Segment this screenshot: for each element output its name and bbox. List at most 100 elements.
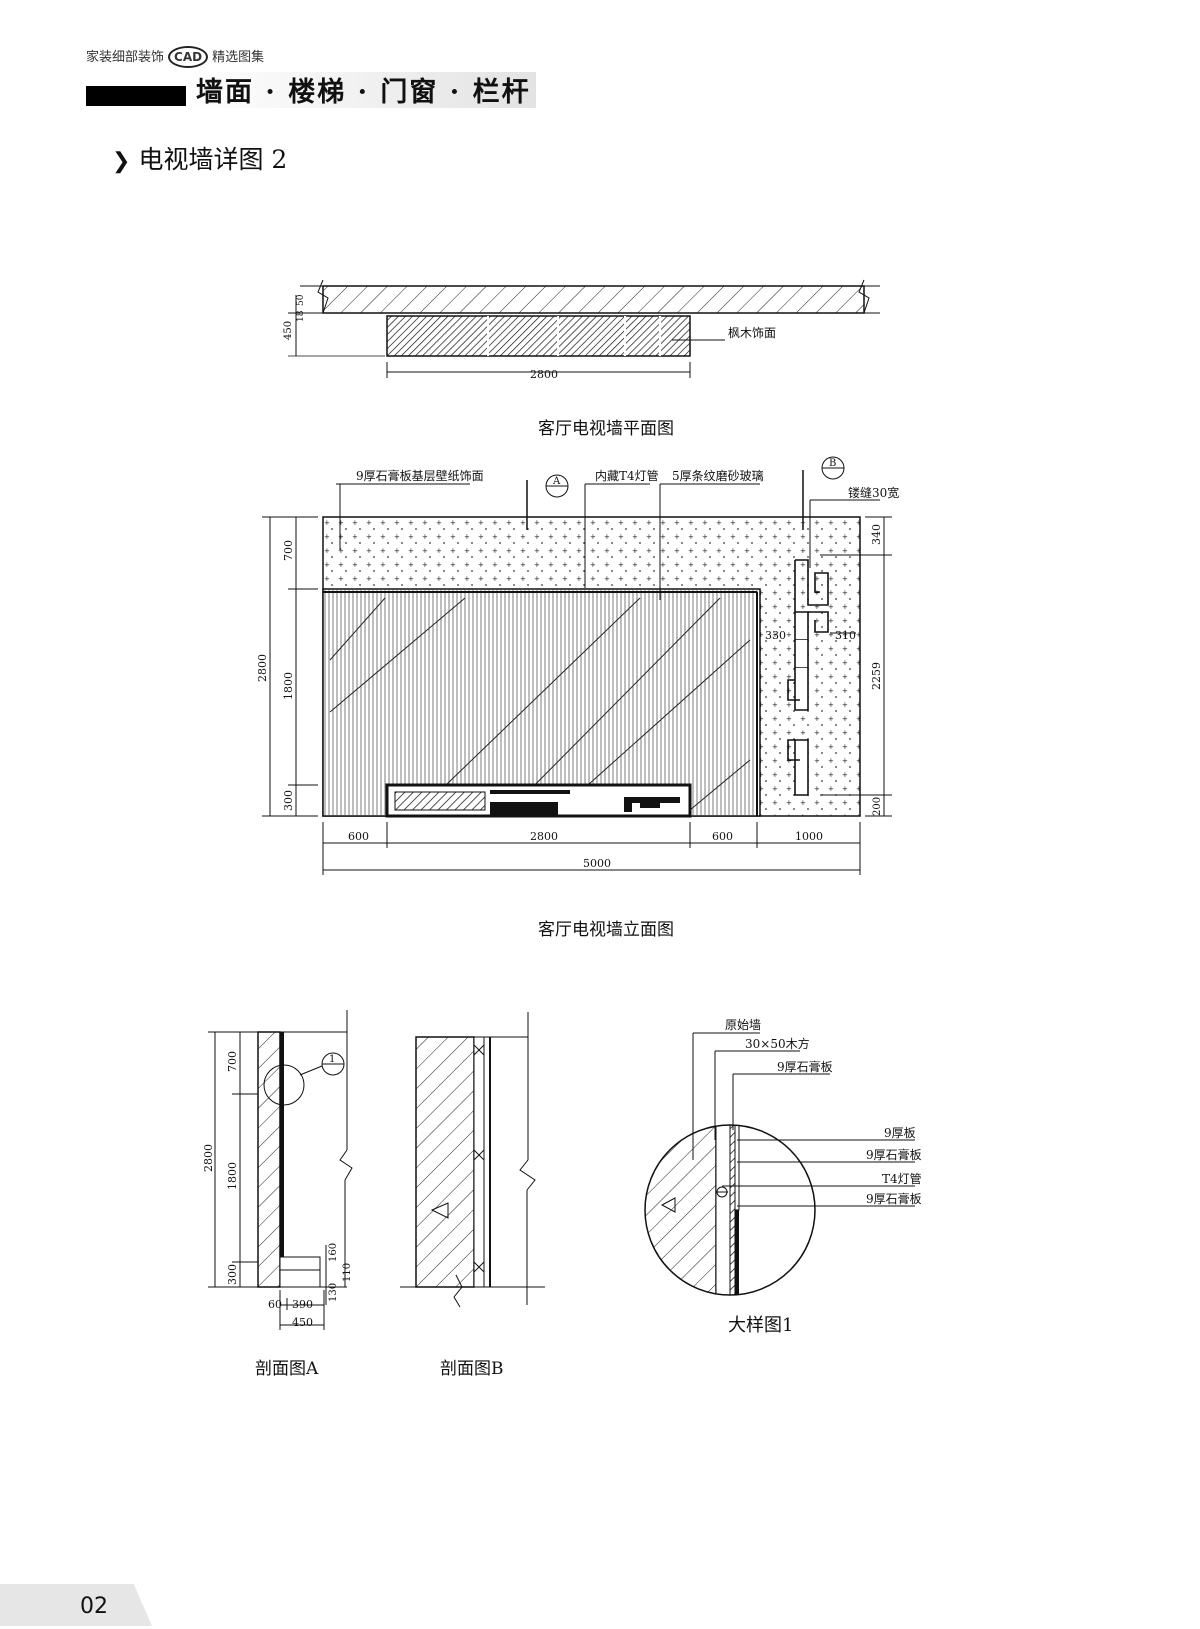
plan-break-left <box>317 279 329 314</box>
dim-left-1800: 1800 <box>282 672 295 700</box>
sa-dim-450: 450 <box>292 1316 313 1329</box>
chapter-title: 墙面 · 楼梯 · 门窗 · 栏杆 <box>196 77 531 108</box>
detail-leader <box>299 1065 323 1076</box>
plan-dim-50: 50 <box>296 294 306 306</box>
detail-panel-layer <box>735 1210 739 1295</box>
detail-1-caption: 大样图1 <box>728 1315 793 1336</box>
section-a-caption: 剖面图A <box>255 1359 319 1379</box>
detail-note-gypsum: 9厚石膏板 <box>777 1059 833 1074</box>
section-b-floor-break <box>453 1274 463 1308</box>
detail-note-wall: 原始墙 <box>725 1018 761 1032</box>
plan-view: 枫木饰面 2800 450 18 50 客厅电视墙平面图 <box>283 279 880 439</box>
section-b-view: 剖面图B <box>400 1012 545 1379</box>
plan-dim-18: 18 <box>296 310 306 322</box>
arrow-right-icon: ❯ <box>112 149 131 174</box>
section-a-dims-bottom <box>279 1290 325 1330</box>
footer-page-tab <box>0 1584 152 1626</box>
elevation-view: 330 310 9厚石膏板基层壁纸饰面 内藏T4灯管 5厚条纹磨砂玻璃 镂缝30… <box>256 456 899 940</box>
section-mark-b: B <box>829 458 836 469</box>
detail-note-batten: 30×50木方 <box>745 1036 810 1051</box>
sa-dim-390: 390 <box>292 1298 313 1311</box>
glass-reflection-line <box>689 759 751 811</box>
section-a-dims-left <box>208 1031 258 1288</box>
detail-concrete-mark <box>660 1197 676 1213</box>
detail-note-gypsum-3: 9厚石膏板 <box>866 1191 922 1206</box>
section-b-concrete-mark <box>430 1202 449 1219</box>
section-b-stud <box>473 1261 485 1273</box>
glass-reflection-line <box>419 597 641 811</box>
detail-wall-hatch <box>645 1125 716 1295</box>
sa-dim-130: 130 <box>328 1283 339 1302</box>
section-b-stud <box>473 1044 485 1056</box>
dim-310: 310 <box>835 629 856 642</box>
sa-dim-60: 60 <box>268 1298 282 1311</box>
plan-wall <box>322 285 865 314</box>
plan-caption: 客厅电视墙平面图 <box>538 419 674 439</box>
section-a-cabinet <box>279 1256 321 1288</box>
detail-note-board: 9厚板 <box>884 1126 916 1140</box>
section-a-detail-circle <box>263 1064 305 1106</box>
detail-mark: 1 <box>329 1054 335 1065</box>
detail-note-gypsum-2: 9厚石膏板 <box>866 1147 922 1162</box>
detail-circle <box>644 1124 816 1296</box>
elevation-caption: 客厅电视墙立面图 <box>538 920 674 940</box>
cabinet-hatched-panel <box>394 791 486 811</box>
detail-gypsum-layer <box>729 1125 736 1295</box>
plan-dim-width: 2800 <box>530 368 558 381</box>
note-gypsum: 9厚石膏板基层壁纸饰面 <box>356 468 484 483</box>
dim-total-5000: 5000 <box>583 857 611 870</box>
elevation-glass-stripes <box>323 589 760 816</box>
elevation-dims-left <box>262 516 318 817</box>
dim-bottom-600b: 600 <box>712 830 733 843</box>
elevation-fret-column <box>787 559 829 796</box>
header-black-bar <box>86 86 186 106</box>
chapter-title-background <box>186 72 536 108</box>
cabinet-black-drawer <box>490 802 558 816</box>
dim-330: 330 <box>765 629 786 642</box>
glass-reflection-line <box>329 597 386 661</box>
glass-reflection-line <box>509 597 721 811</box>
dim-bottom-600a: 600 <box>348 830 369 843</box>
section-b-stud <box>473 1149 485 1161</box>
note-glass: 5厚条纹磨砂玻璃 <box>672 469 764 483</box>
section-mark-a: A <box>552 476 561 487</box>
note-seam: 镂缝30宽 <box>848 485 899 500</box>
plan-material-label: 枫木饰面 <box>728 325 776 340</box>
page-number: 02 <box>80 1594 108 1619</box>
dim-left-300: 300 <box>282 790 295 811</box>
dim-right-200: 200 <box>872 797 883 816</box>
detail-wood-batten <box>715 1125 731 1295</box>
sa-dim-2800: 2800 <box>202 1144 215 1172</box>
glass-reflection-line <box>559 639 751 811</box>
section-a-view: 1 2800 700 1800 300 60 390 450 160 110 1… <box>202 1010 353 1379</box>
note-t4: 内藏T4灯管 <box>595 468 659 483</box>
section-b-wall <box>415 1036 475 1288</box>
sa-dim-110: 110 <box>342 1263 353 1282</box>
detail-1-view: 原始墙 30×50木方 9厚石膏板 9厚板 9厚石膏板 T4灯管 9厚石膏板 大… <box>644 1018 922 1336</box>
section-b-break <box>519 1159 536 1191</box>
detail-note-t4: T4灯管 <box>882 1171 922 1186</box>
plan-break-right <box>858 279 870 314</box>
dim-right-340: 340 <box>870 524 883 545</box>
dim-bottom-1000: 1000 <box>795 830 823 843</box>
elevation-dims-right <box>820 516 892 817</box>
sa-dim-1800: 1800 <box>226 1162 239 1190</box>
section-a-panel <box>280 1032 284 1257</box>
plan-tv-cabinet <box>386 315 691 357</box>
section-a-wall <box>257 1031 281 1288</box>
dim-right-2259: 2259 <box>870 662 883 690</box>
cabinet-fret-ornament <box>624 797 680 812</box>
elevation-dims-bottom <box>322 822 861 875</box>
glass-reflection-line <box>329 597 466 713</box>
section-b-caption: 剖面图B <box>440 1359 504 1379</box>
sa-dim-300: 300 <box>226 1264 239 1285</box>
cad-logo: CAD <box>168 46 209 68</box>
detail-board-layer <box>734 1125 740 1211</box>
dim-left-700: 700 <box>282 540 295 561</box>
section-b-framing <box>473 1036 485 1288</box>
plan-dim-depth: 450 <box>283 321 294 340</box>
book-title-left: 家装细部装饰 <box>86 50 165 65</box>
book-title-right: 精选图集 <box>212 50 265 65</box>
